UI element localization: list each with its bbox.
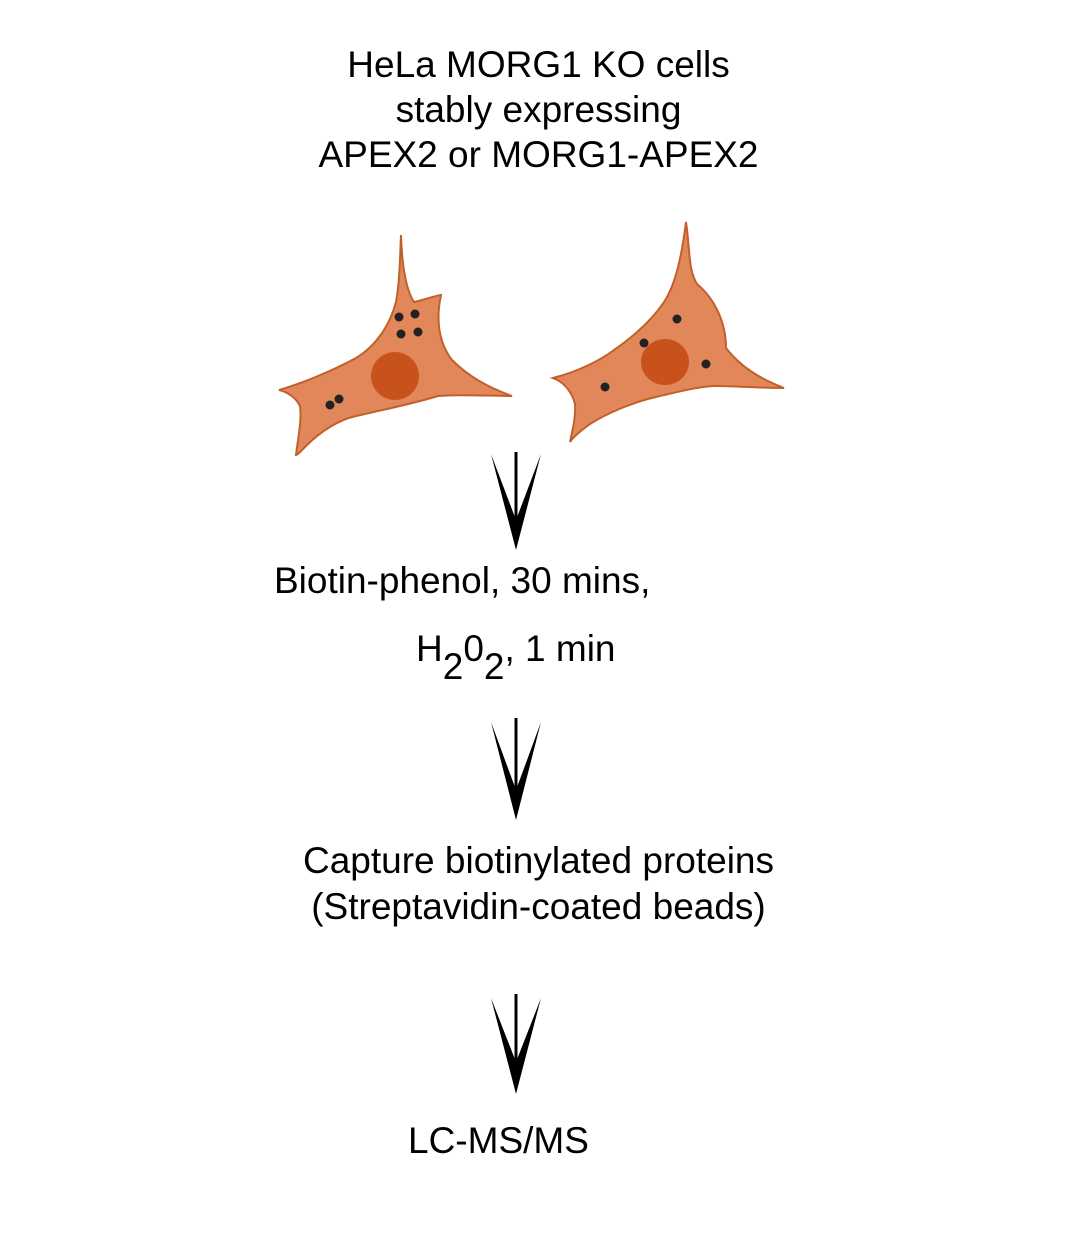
step-lc-ms: LC-MS/MS bbox=[408, 1120, 589, 1161]
step-h2o2: H202, 1 min bbox=[416, 626, 616, 685]
title-line-3: APEX2 or MORG1-APEX2 bbox=[318, 134, 759, 175]
arrow-3 bbox=[491, 994, 541, 1094]
step-capture-line-2: (Streptavidin-coated beads) bbox=[311, 886, 766, 927]
step-capture-line-1: Capture biotinylated proteins bbox=[302, 840, 774, 881]
cell-apex2 bbox=[278, 234, 513, 457]
title-line-2: stably expressing bbox=[395, 89, 682, 130]
h2o2-sub-2: 2 bbox=[483, 646, 505, 687]
h2o2-h: H bbox=[416, 628, 443, 669]
arrow-2 bbox=[491, 718, 541, 820]
nucleus-right bbox=[641, 339, 689, 385]
h2o2-sub-1: 2 bbox=[442, 646, 464, 687]
title-line-1: HeLa MORG1 KO cells bbox=[347, 44, 730, 85]
biotin-dots-left bbox=[325, 309, 423, 410]
step-capture: Capture biotinylated proteins (Streptavi… bbox=[0, 838, 1077, 930]
h2o2-o: 0 bbox=[463, 628, 484, 669]
cell-morg1-apex2 bbox=[549, 221, 785, 443]
h2o2-duration: , 1 min bbox=[504, 628, 616, 669]
cell-body-right bbox=[549, 221, 785, 443]
cell-body-left bbox=[278, 234, 513, 457]
step-biotin-phenol: Biotin-phenol, 30 mins, bbox=[274, 560, 651, 601]
title: HeLa MORG1 KO cells stably expressing AP… bbox=[0, 42, 1077, 177]
arrow-1 bbox=[491, 452, 541, 550]
biotin-dots-right bbox=[600, 314, 711, 392]
nucleus-left bbox=[371, 352, 419, 400]
